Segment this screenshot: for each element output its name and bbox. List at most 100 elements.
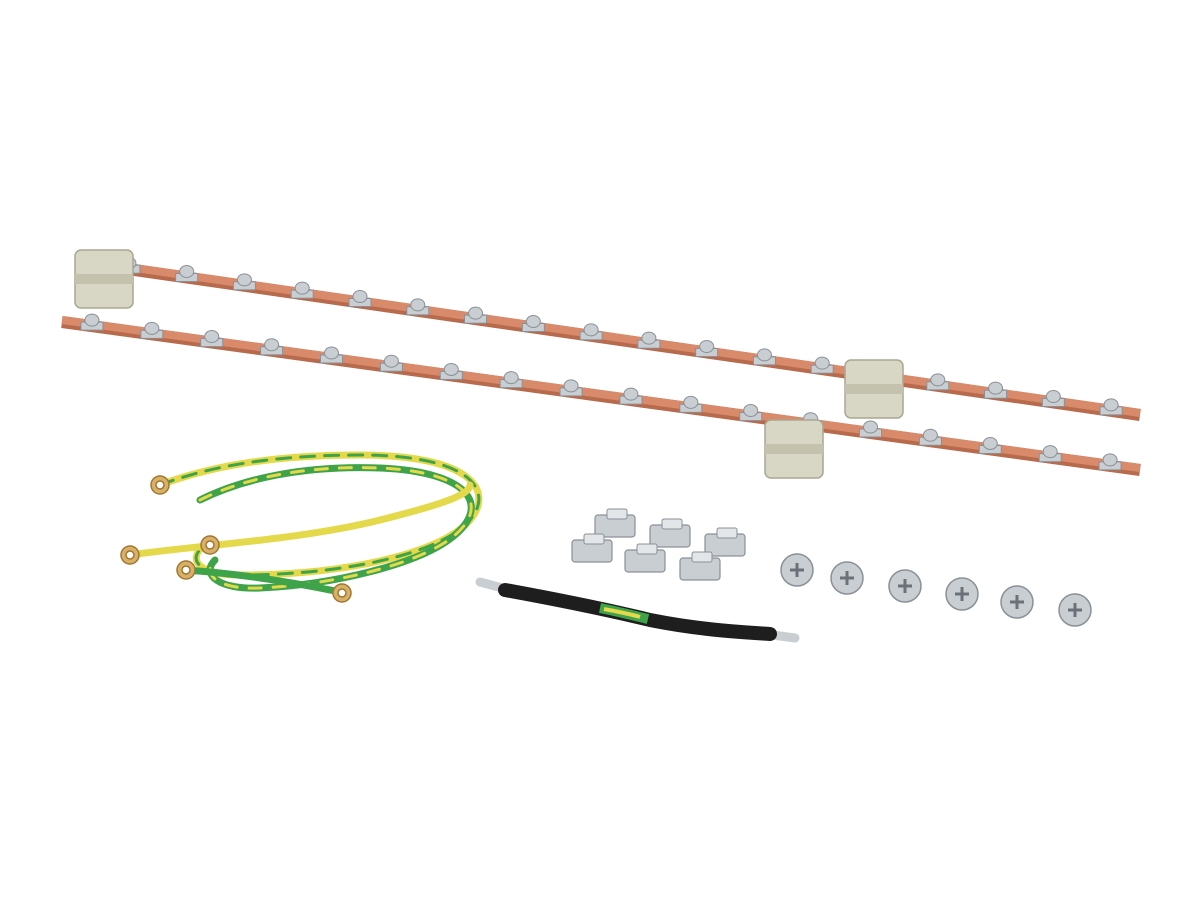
bar-screw (260, 338, 284, 356)
screw-head (623, 387, 639, 401)
bar-screw (1099, 398, 1123, 416)
bar-screw (140, 321, 164, 339)
bar-screw (406, 298, 430, 316)
screw-head (863, 420, 878, 434)
phillips-cross (840, 571, 854, 585)
cage-nut-clip (636, 543, 658, 555)
cage-nut-clip (583, 533, 605, 545)
screw-head (1042, 445, 1058, 459)
phillips-cross (790, 563, 804, 577)
screw-head (743, 404, 759, 418)
busbar-face (61, 316, 1141, 472)
bar-screw (290, 281, 314, 299)
screw (1058, 593, 1092, 627)
screw-head (699, 340, 715, 353)
screw-head (1102, 453, 1118, 467)
screw-head (814, 356, 830, 370)
jumper-cable (475, 577, 800, 643)
bar-screw (80, 313, 104, 331)
ground-wires (120, 451, 483, 603)
screw-head (468, 306, 484, 320)
phillips-cross (1068, 603, 1082, 617)
screw-head (756, 348, 772, 362)
screw-head (1045, 390, 1061, 403)
screw-head (236, 273, 252, 287)
bar-screw (175, 265, 199, 282)
bar-screw (679, 395, 703, 413)
cage-nut (649, 518, 691, 548)
bar-screw (739, 404, 763, 422)
bar-screw (379, 354, 403, 372)
bar-screw (464, 306, 488, 324)
screw (830, 561, 864, 595)
bar-screw (1041, 390, 1065, 407)
cage-nuts (571, 508, 746, 581)
cage-nut (704, 527, 746, 557)
screw-head (294, 281, 310, 295)
cage-nut (679, 551, 721, 581)
insulator-block (844, 359, 904, 419)
screw-head (563, 379, 579, 393)
cage-nut-clip (691, 551, 713, 563)
phillips-cross (955, 587, 969, 601)
bar-screw (926, 373, 950, 391)
busbar-face (99, 259, 1141, 417)
bar-screw (579, 323, 603, 341)
bar-screw (752, 348, 776, 366)
screw (888, 569, 922, 603)
bar-screw (521, 315, 545, 332)
screw (780, 553, 814, 587)
bar-screw (918, 428, 942, 446)
screw-head (988, 381, 1004, 395)
screw-head (525, 315, 541, 328)
bar-screw (637, 331, 661, 349)
bar-screw (978, 436, 1002, 454)
screw-head (641, 331, 657, 345)
bar-screw (810, 356, 834, 374)
cage-nut-clip (606, 508, 628, 520)
screw-head (930, 373, 946, 387)
screw-head (683, 395, 699, 409)
insulator-slot (845, 384, 903, 394)
screw (945, 577, 979, 611)
phillips-cross (898, 579, 912, 593)
insulator-block (764, 419, 824, 479)
screw-head (1103, 398, 1119, 412)
screws (780, 553, 1092, 627)
bar-screw (320, 346, 343, 364)
bar-screw (859, 420, 882, 438)
screw-head (922, 428, 938, 442)
screw-head (324, 346, 339, 360)
bar-screw (695, 340, 719, 357)
busbars (61, 249, 1141, 479)
bar-screw (200, 330, 224, 348)
screw-head (264, 338, 280, 352)
screw-head (503, 371, 519, 385)
cage-nut-clip (716, 527, 738, 539)
cage-nut-clip (661, 518, 683, 530)
insulator-slot (765, 444, 823, 454)
bar-screw (1038, 445, 1062, 463)
cage-nut (594, 508, 636, 538)
screw-head (179, 265, 195, 278)
bar-screw (619, 387, 643, 405)
screw-head (443, 362, 459, 376)
bar-screw (1098, 453, 1122, 471)
screw-head (982, 436, 998, 450)
cage-nut (624, 543, 666, 573)
insulator-slot (75, 274, 133, 284)
phillips-cross (1010, 595, 1024, 609)
bar-screw (348, 290, 372, 307)
bar-screw (499, 371, 523, 389)
screw-head (383, 354, 399, 368)
cage-nut (571, 533, 613, 563)
screw-head (410, 298, 426, 312)
insulator-block (74, 249, 134, 309)
screw-head (144, 321, 160, 335)
screw-head (583, 323, 599, 337)
screw-head (84, 313, 100, 327)
bar-screw (984, 381, 1008, 399)
bar-screw (559, 379, 583, 397)
bar-screw (439, 362, 463, 380)
